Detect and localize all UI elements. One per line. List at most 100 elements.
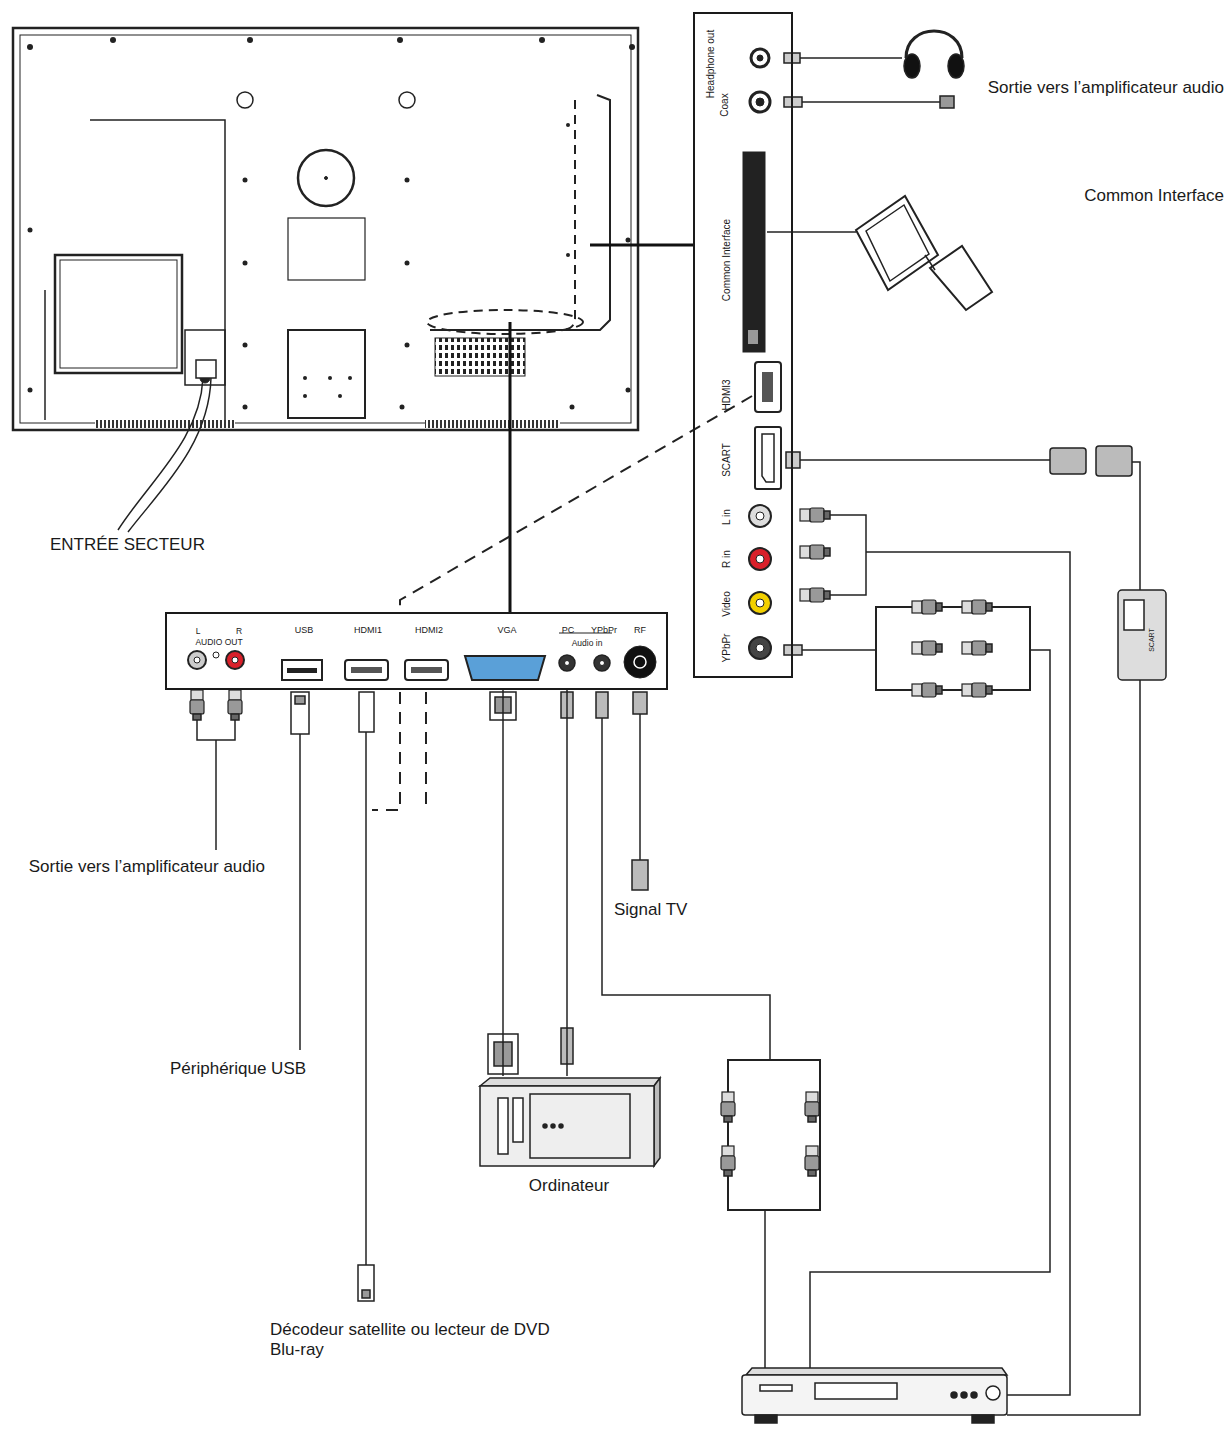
dvd-player <box>972 1415 994 1423</box>
tv-back <box>20 35 631 423</box>
tv-back <box>95 420 235 428</box>
tv-back <box>288 218 365 280</box>
bottom-port <box>188 633 656 680</box>
rf-cable <box>633 692 647 714</box>
screw-hole <box>405 178 410 183</box>
bottom-port <box>188 651 206 669</box>
port-label: HDMI1 <box>354 625 382 635</box>
rf-cable <box>632 860 648 890</box>
dvd-player <box>742 1368 1007 1423</box>
ci-module <box>866 205 929 281</box>
usb-cable <box>295 696 305 704</box>
port-label: Common Interface <box>721 219 732 301</box>
screw-hole <box>348 376 352 380</box>
screw-hole <box>338 394 342 398</box>
bottom-port <box>351 667 382 673</box>
computer <box>543 1124 547 1128</box>
side-port <box>757 55 763 61</box>
port-label: HDMI3 <box>721 379 732 410</box>
av-cable <box>800 588 830 602</box>
component-pc-cable <box>805 1092 819 1122</box>
side-port <box>762 372 773 402</box>
tv-back <box>90 120 225 420</box>
screw-hole <box>629 44 635 50</box>
tv-back <box>288 330 365 418</box>
scart-cable <box>800 459 1050 461</box>
panel-link <box>510 245 693 612</box>
side-port <box>755 427 781 489</box>
computer-box: Ordinateur <box>478 1076 660 1200</box>
ci-module <box>767 196 992 310</box>
port-label: YPbPr <box>721 634 732 663</box>
tv-back <box>425 420 560 428</box>
tv-back <box>430 95 610 330</box>
side-panel: Headphone outCoaxCommon InterfaceHDMI3SC… <box>693 12 793 678</box>
tv-back <box>13 28 638 430</box>
screw-hole <box>566 123 570 127</box>
hdmi-dashed-link <box>400 396 752 612</box>
bottom-port <box>405 660 448 680</box>
screw-hole <box>247 37 253 43</box>
dvd-player <box>971 1392 977 1398</box>
side-port <box>750 92 770 112</box>
screw-hole <box>539 37 545 43</box>
tv-back <box>185 330 225 385</box>
coax-cable <box>784 96 954 108</box>
hdmi-cable <box>358 1265 374 1301</box>
port-label: SCART <box>721 443 732 477</box>
av-cable <box>800 545 830 559</box>
tv-back <box>298 150 354 206</box>
component-pc-cable <box>728 1060 820 1210</box>
ci-module <box>925 255 935 270</box>
scart-cable <box>786 446 1166 1415</box>
headphones <box>948 54 964 78</box>
connector-marking: SCART <box>1148 628 1156 652</box>
usb-cable <box>299 734 301 1050</box>
tv-back <box>13 28 638 430</box>
ci-module <box>767 231 856 233</box>
dvd-player <box>755 1415 777 1423</box>
side-port <box>749 637 771 659</box>
dvd-player <box>986 1386 1000 1400</box>
hdmi-dashed-link <box>372 396 752 810</box>
component-cable <box>912 600 942 614</box>
component-cable <box>962 641 992 655</box>
headphones <box>800 57 902 59</box>
computer <box>654 1078 660 1166</box>
component-cable <box>802 649 876 651</box>
av-cable <box>800 508 830 522</box>
av-cable <box>866 552 1070 1395</box>
power-cable <box>128 378 211 532</box>
av-cable <box>800 508 1070 1395</box>
screw-hole <box>397 37 403 43</box>
screw-hole <box>328 376 332 380</box>
screw-hole <box>303 376 307 380</box>
power-cable <box>118 360 216 532</box>
component-cable <box>784 600 1050 1375</box>
screw-hole <box>566 253 570 257</box>
side-port <box>756 512 764 520</box>
headphones <box>784 31 964 78</box>
rf-cable <box>632 692 648 890</box>
side-port <box>756 98 764 106</box>
bottom-port <box>634 656 646 668</box>
component-pc-cable <box>602 718 770 1060</box>
device-label: Ordinateur <box>529 1176 609 1196</box>
ci-module <box>856 196 938 290</box>
power-cable <box>196 360 216 378</box>
bottom-port <box>194 657 200 663</box>
screw-hole <box>28 388 33 393</box>
screw-hole <box>243 178 248 183</box>
screw-hole <box>570 405 575 410</box>
port-label: Audio in <box>572 638 603 648</box>
component-pc-cable <box>721 1146 735 1176</box>
screw-hole <box>27 44 33 50</box>
usb-cable <box>291 692 309 1050</box>
port-label: R in <box>721 550 732 568</box>
tv-back <box>427 310 583 334</box>
port-label: L <box>196 626 201 636</box>
panel-link <box>509 322 512 612</box>
audio-out-cable <box>190 690 242 850</box>
tv-back <box>399 92 415 108</box>
